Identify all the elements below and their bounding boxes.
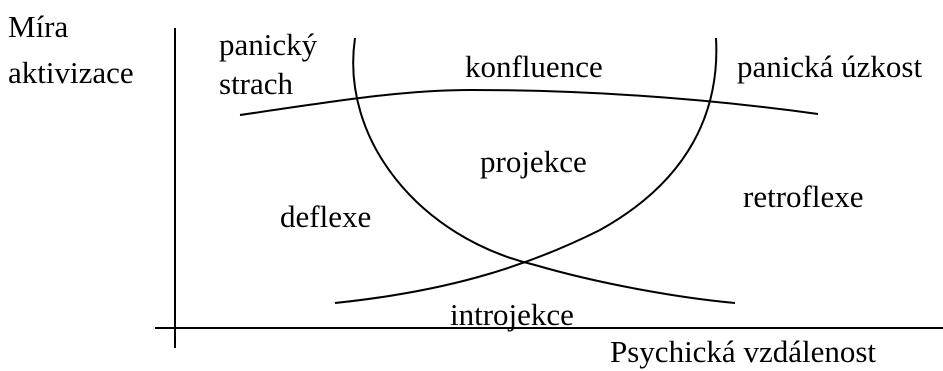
left-descending-curve bbox=[352, 37, 736, 304]
region-introjection: introjekce bbox=[450, 297, 574, 332]
region-panic-anxiety: panická úzkost bbox=[737, 49, 923, 84]
region-retroflection: retroflexe bbox=[743, 179, 864, 214]
region-deflection: deflexe bbox=[280, 199, 372, 234]
upper-boundary-curve bbox=[239, 88, 819, 116]
right-ascending-curve bbox=[334, 37, 718, 304]
y-axis-label-line1: Míra bbox=[8, 9, 69, 44]
y-axis-label-line2: aktivizace bbox=[8, 55, 134, 90]
x-axis-label: Psychická vzdálenost bbox=[610, 334, 877, 369]
region-panic-fear-line1: panický bbox=[219, 27, 318, 62]
region-confluence: konfluence bbox=[465, 49, 603, 84]
region-projection: projekce bbox=[480, 144, 587, 179]
region-panic-fear-line2: strach bbox=[219, 66, 294, 101]
